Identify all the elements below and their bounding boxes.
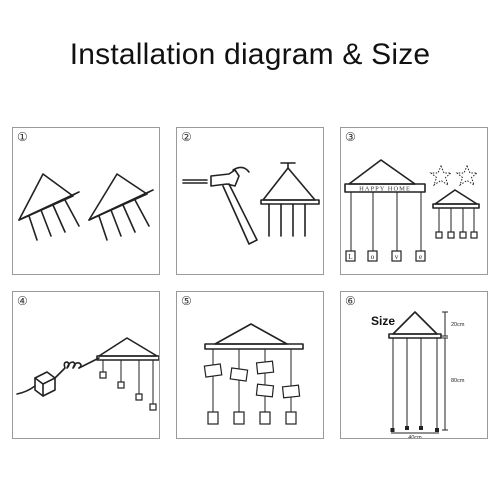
dimension-40cm: 40cm xyxy=(391,432,439,438)
star-lights-icon xyxy=(429,164,479,187)
step-number: ② xyxy=(181,130,192,144)
dimension-bottom-label: 40cm xyxy=(408,435,422,438)
battery-box-icon xyxy=(16,371,56,397)
triangle-frame-right xyxy=(88,173,154,241)
step-5-panel: ⑤ xyxy=(176,291,324,439)
letter-card: L xyxy=(348,253,352,261)
step-4-panel: ④ xyxy=(12,291,160,439)
large-hanger: HAPPY HOME L o v e xyxy=(344,159,426,262)
photo-clip xyxy=(203,360,301,399)
dimension-top-label: 20cm xyxy=(451,322,465,328)
step-number: ⑤ xyxy=(181,294,192,308)
step-5-illustration xyxy=(203,323,304,425)
step-number: ① xyxy=(17,130,28,144)
step-2-panel: ② xyxy=(176,127,324,275)
step-number: ⑥ xyxy=(345,294,356,308)
cable-coil-icon xyxy=(54,357,100,379)
dimension-side-label: 80cm xyxy=(451,378,465,384)
step-1-panel: ① xyxy=(12,127,160,275)
size-label: Size xyxy=(371,314,395,328)
step-3-illustration: HAPPY HOME L o v e xyxy=(344,159,480,262)
size-diagram: Size 20cm 80cm 40cm xyxy=(371,311,465,438)
letter-card: o xyxy=(371,253,375,261)
step-3-panel: ③ HAPPY HOME L o v e xyxy=(340,127,488,275)
step-1-illustration xyxy=(18,173,154,241)
hammer-icon xyxy=(210,166,258,245)
triangle-frame-left xyxy=(18,173,80,241)
banner-text: HAPPY HOME xyxy=(359,186,411,193)
nail-icon xyxy=(182,179,208,184)
step-number: ④ xyxy=(17,294,28,308)
page-title: Installation diagram & Size xyxy=(69,38,431,71)
letter-card: v xyxy=(395,253,399,261)
dimension-20cm: 20cm xyxy=(442,311,465,337)
hanger-with-photos xyxy=(203,323,304,425)
hanger xyxy=(96,337,159,411)
dimension-80cm: 80cm xyxy=(442,337,465,431)
step-2-illustration xyxy=(182,162,320,245)
hanging-frame xyxy=(260,162,320,237)
step-4-illustration xyxy=(16,337,159,411)
step-6-panel: ⑥ Size 20cm 80cm 40cm xyxy=(340,291,488,439)
letter-card: e xyxy=(419,253,422,261)
hanger-outline xyxy=(388,311,442,432)
step-number: ③ xyxy=(345,130,356,144)
small-hanger xyxy=(432,189,480,239)
